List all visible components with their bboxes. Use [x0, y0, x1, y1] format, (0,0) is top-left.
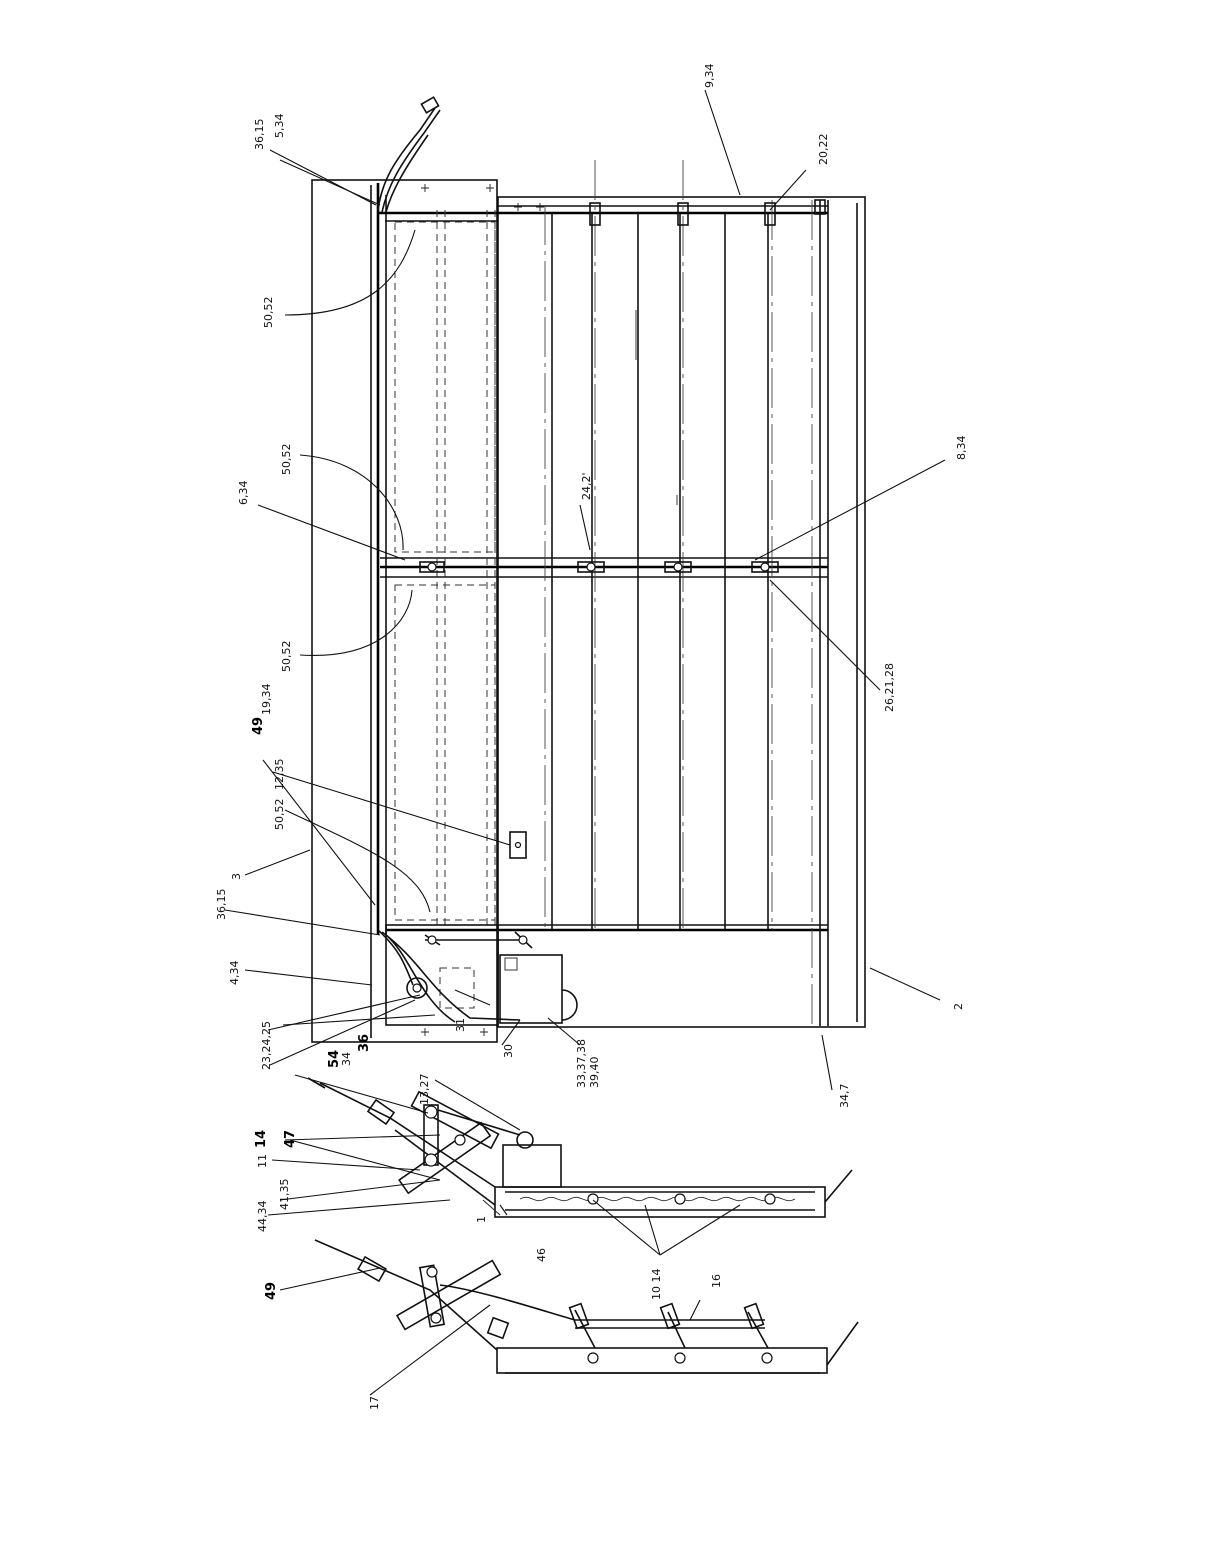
link-bar-4	[397, 1261, 500, 1330]
label-16: 16	[710, 1274, 723, 1288]
label-11: 11	[256, 1154, 269, 1168]
label-23-24-25: 23,24,25	[260, 1021, 273, 1070]
label-46: 46	[535, 1248, 548, 1262]
label-9-34: 9,34	[703, 64, 716, 89]
label-36-15-top: 36,15	[253, 119, 266, 151]
side-frame-2	[497, 1348, 827, 1373]
label-12-35: 12,35	[273, 759, 286, 791]
label-10-14: 10 14	[650, 1269, 663, 1301]
label-19-34: 19,34	[260, 684, 273, 716]
label-50-52-c: 50,52	[280, 641, 293, 673]
motor-cap	[562, 990, 577, 1020]
label-14-a: 14	[254, 1130, 269, 1148]
label-3: 3	[230, 873, 243, 880]
control-box-dashed	[440, 968, 474, 1008]
cable-1	[378, 930, 413, 985]
label-49-bot: 49	[264, 1282, 279, 1300]
notch-line	[520, 1197, 795, 1200]
label-20-22: 20,22	[817, 134, 830, 166]
label-31: 31	[454, 1018, 467, 1032]
side-view-lowered	[315, 1240, 858, 1373]
label-49-top: 49	[251, 717, 266, 735]
base-outline	[498, 197, 865, 1027]
label-33-37-38: 33,37,38	[575, 1039, 588, 1088]
actuator-linkage	[425, 932, 532, 948]
label-1: 1	[475, 1216, 488, 1223]
label-24-2: 24,2'	[580, 472, 593, 500]
label-36-15-mid: 36,15	[215, 889, 228, 921]
label-6-34: 6,34	[237, 481, 250, 506]
label-44-34: 44,34	[256, 1201, 269, 1233]
side-view-raised	[308, 1078, 852, 1217]
label-39-40: 39,40	[588, 1057, 601, 1089]
side-motor-box	[503, 1145, 561, 1187]
main-frame	[312, 97, 865, 1042]
label-26-21-28: 26,21,28	[883, 663, 896, 712]
leader-lines	[225, 90, 945, 1395]
label-13-27: 13,27	[418, 1074, 431, 1106]
label-17: 17	[368, 1396, 381, 1410]
head-section-outline	[312, 180, 497, 1042]
label-34-7: 34,7	[838, 1084, 851, 1109]
label-5-34: 5,34	[273, 114, 286, 139]
label-30: 30	[502, 1044, 515, 1058]
cable-plug	[421, 97, 438, 113]
plus-marks	[421, 184, 544, 1036]
label-47: 47	[283, 1130, 298, 1148]
label-36: 36	[357, 1034, 372, 1052]
label-41-35: 41,35	[278, 1179, 291, 1211]
support-rod	[575, 1320, 765, 1328]
label-34-a: 34	[340, 1052, 353, 1066]
label-50-52-d: 50,52	[273, 799, 286, 831]
label-2: 2	[952, 1003, 965, 1010]
label-4-34: 4,34	[228, 961, 241, 986]
label-50-52-b: 50,52	[280, 444, 293, 476]
label-50-52-a: 50,52	[262, 297, 275, 329]
label-8-34: 8,34	[955, 436, 968, 461]
motor-unit	[500, 955, 562, 1023]
